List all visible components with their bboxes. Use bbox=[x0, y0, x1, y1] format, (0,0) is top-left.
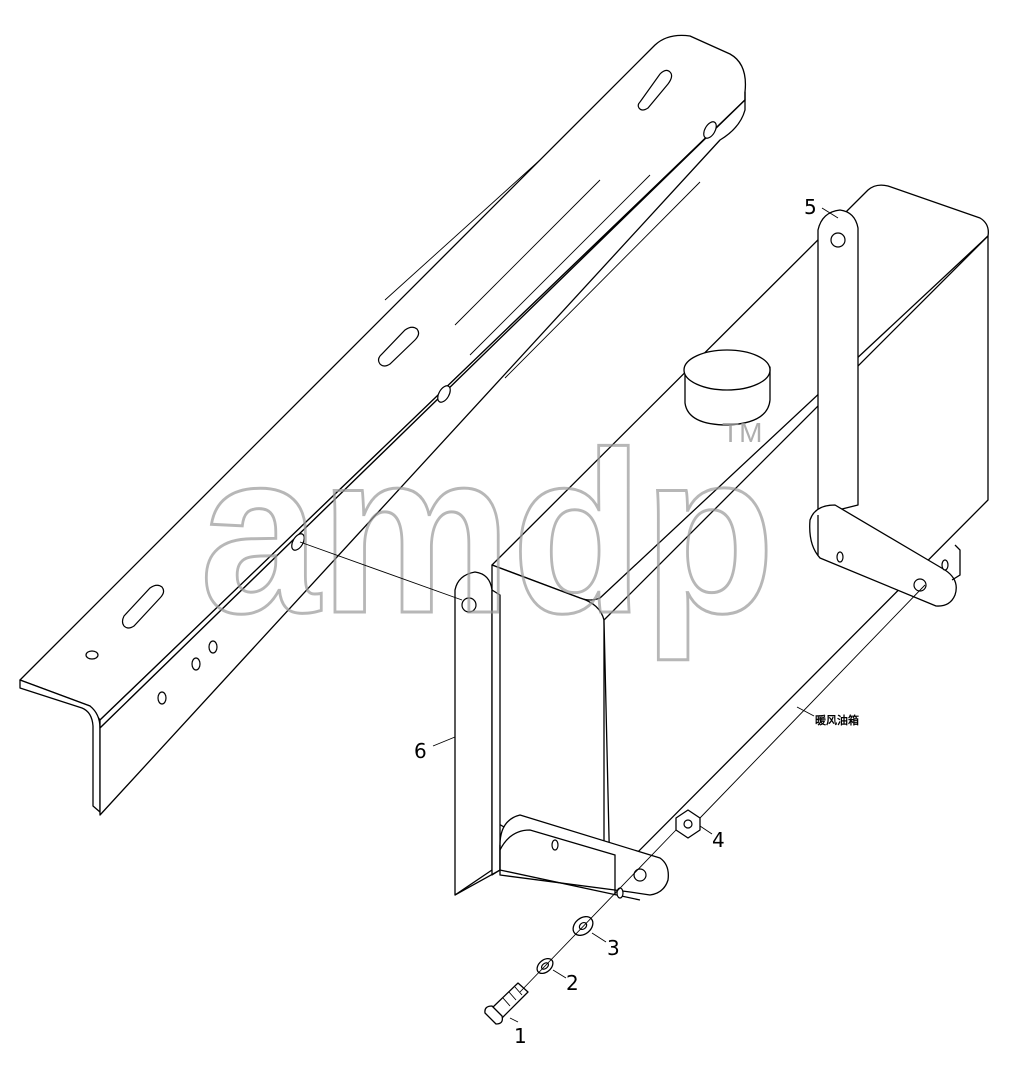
bolt bbox=[484, 982, 529, 1025]
watermark-trademark: TM bbox=[722, 417, 762, 448]
watermark-text: amdp bbox=[200, 404, 775, 661]
filler-cap bbox=[683, 349, 771, 426]
tank-assembly bbox=[454, 184, 989, 901]
mounting-strap-rear bbox=[809, 209, 961, 607]
callout-1: 1 bbox=[514, 1024, 527, 1048]
fastener-set bbox=[484, 584, 926, 1025]
callout-6: 6 bbox=[414, 739, 427, 763]
callout-2: 2 bbox=[566, 971, 579, 995]
callout-4: 4 bbox=[712, 828, 725, 852]
watermark: amdp TM bbox=[199, 403, 777, 663]
mounting-strap-front bbox=[454, 571, 669, 901]
callout-5: 5 bbox=[804, 195, 817, 219]
angle-bracket-rail bbox=[19, 34, 747, 816]
callout-3: 3 bbox=[607, 936, 620, 960]
callout-leaders bbox=[299, 207, 839, 1023]
hex-nut bbox=[675, 809, 701, 839]
part-annotation: 暖风油箱 bbox=[815, 713, 859, 727]
